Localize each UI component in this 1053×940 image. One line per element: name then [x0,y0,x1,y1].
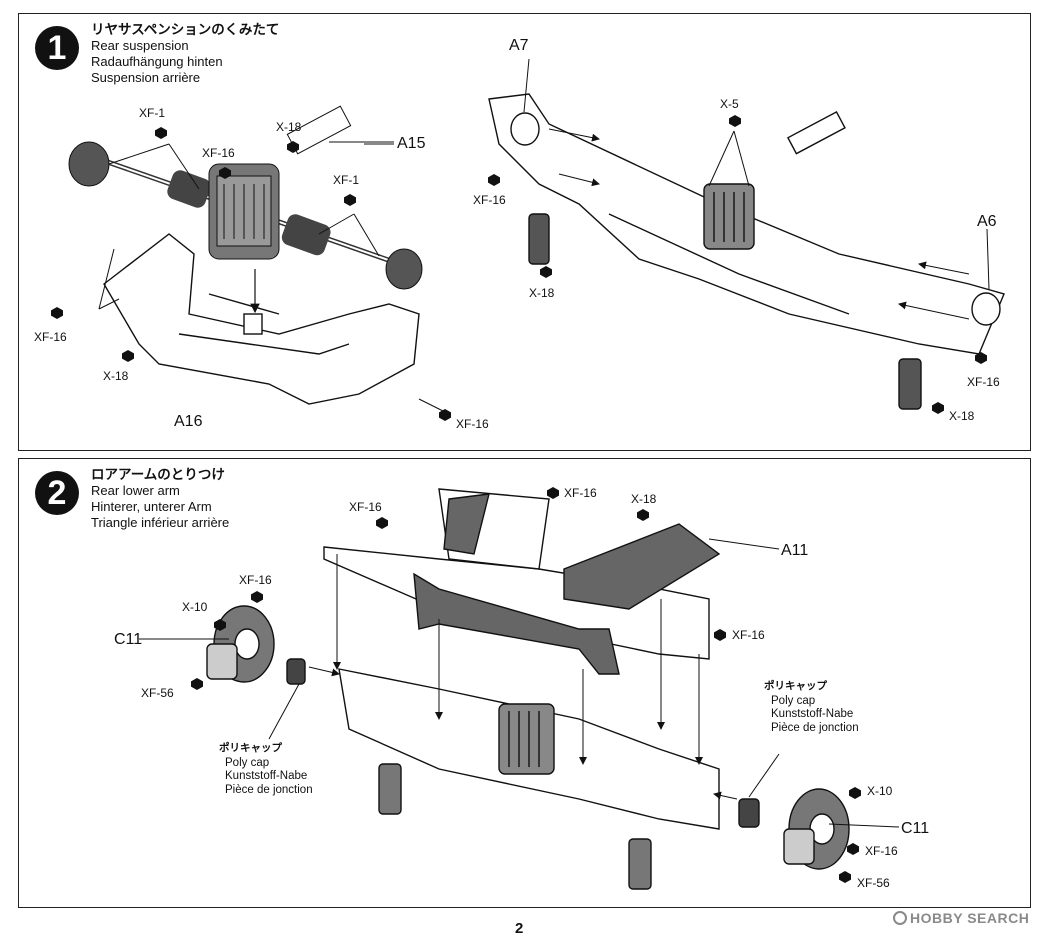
svg-text:Poly cap: Poly cap [771,695,815,707]
label-x18-c: X-18 [529,286,555,300]
step-1-panel: 1 リヤサスペンションのくみたて Rear suspension Radaufh… [18,13,1031,451]
label-xf16-e: XF-16 [967,375,1000,389]
label-xf16-d: XF-16 [239,573,272,587]
step-2-illustration: XF-16 XF-16 X-18 A11 XF-16 XF-16 X-10 C1… [114,486,929,890]
step-title-de: Hinterer, unterer Arm [91,499,212,514]
step-1-illustration: XF-1 XF-16 X-18 A15 XF-1 XF-16 X-18 A16 … [34,37,1005,431]
watermark-text: HOBBY SEARCH [910,910,1030,926]
polycap-callout-right: ポリキャップ Poly cap Kunststoff-Nabe Pièce de… [764,679,859,734]
label-xf56-b: XF-56 [857,876,890,890]
page-number: 2 [515,920,524,937]
svg-text:Pièce de jonction: Pièce de jonction [771,722,859,734]
label-x18: X-18 [631,492,657,506]
step-heading: リヤサスペンションのくみたて Rear suspension Radaufhän… [91,22,279,86]
watermark: HOBBY SEARCH [893,910,1029,926]
label-xf16-e: XF-16 [865,844,898,858]
label-a15: A15 [397,135,426,152]
right-hub-c11 [738,788,850,870]
label-xf1-b: XF-1 [333,173,359,187]
left-hub-c11 [206,605,306,685]
watermark-logo-icon [893,911,907,925]
label-xf16-d: XF-16 [473,193,506,207]
step-title-en: Rear suspension [91,38,189,53]
step-2-panel: 2 ロアアームのとりつけ Rear lower arm Hinterer, un… [18,458,1031,908]
label-xf1-a: XF-1 [139,106,165,120]
label-xf16-b: XF-16 [34,330,67,344]
label-xf16-b: XF-16 [564,486,597,500]
label-c11-a: C11 [114,631,142,648]
step-title-fr: Suspension arrière [91,70,201,85]
step-title-de: Radaufhängung hinten [91,54,223,69]
label-xf16-a: XF-16 [202,146,235,160]
svg-text:Kunststoff-Nabe: Kunststoff-Nabe [225,770,307,782]
label-x18-a: X-18 [276,120,302,134]
label-x18-d: X-18 [949,409,975,423]
label-a6: A6 [977,213,997,230]
label-a7: A7 [509,37,529,54]
label-a16: A16 [174,413,203,430]
label-x5: X-5 [720,97,739,111]
label-c11-b: C11 [901,820,929,837]
right-assembled-suspension [488,93,1005,410]
step-number-badge: 2 [35,471,79,515]
rear-suspension-base [338,668,720,890]
step-title-fr: Triangle inférieur arrière [91,515,230,530]
label-xf16-c: XF-16 [456,417,489,431]
svg-text:ポリキャップ: ポリキャップ [219,741,282,754]
step-number-badge: 1 [35,26,79,70]
label-a11: A11 [781,542,808,559]
step-title-en: Rear lower arm [91,483,180,498]
left-driveshaft-assembly [68,105,423,290]
a16-suspension-frame [103,233,420,405]
step-title-jp: ロアアームのとりつけ [91,467,225,483]
label-xf16-c: XF-16 [732,628,765,642]
label-x10-b: X-10 [867,784,893,798]
lower-arm-assembly [323,488,721,675]
label-x10-a: X-10 [182,600,208,614]
polycap-callout-left: ポリキャップ Poly cap Kunststoff-Nabe Pièce de… [219,741,313,796]
step-heading: ロアアームのとりつけ Rear lower arm Hinterer, unte… [91,467,229,531]
label-xf56-a: XF-56 [141,686,174,700]
label-x18-b: X-18 [103,369,129,383]
step-title-jp: リヤサスペンションのくみたて [91,22,280,38]
label-xf16-a: XF-16 [349,500,382,514]
svg-text:ポリキャップ: ポリキャップ [764,679,827,692]
svg-text:Kunststoff-Nabe: Kunststoff-Nabe [771,708,853,720]
svg-text:Pièce de jonction: Pièce de jonction [225,784,313,796]
svg-text:Poly cap: Poly cap [225,757,269,769]
